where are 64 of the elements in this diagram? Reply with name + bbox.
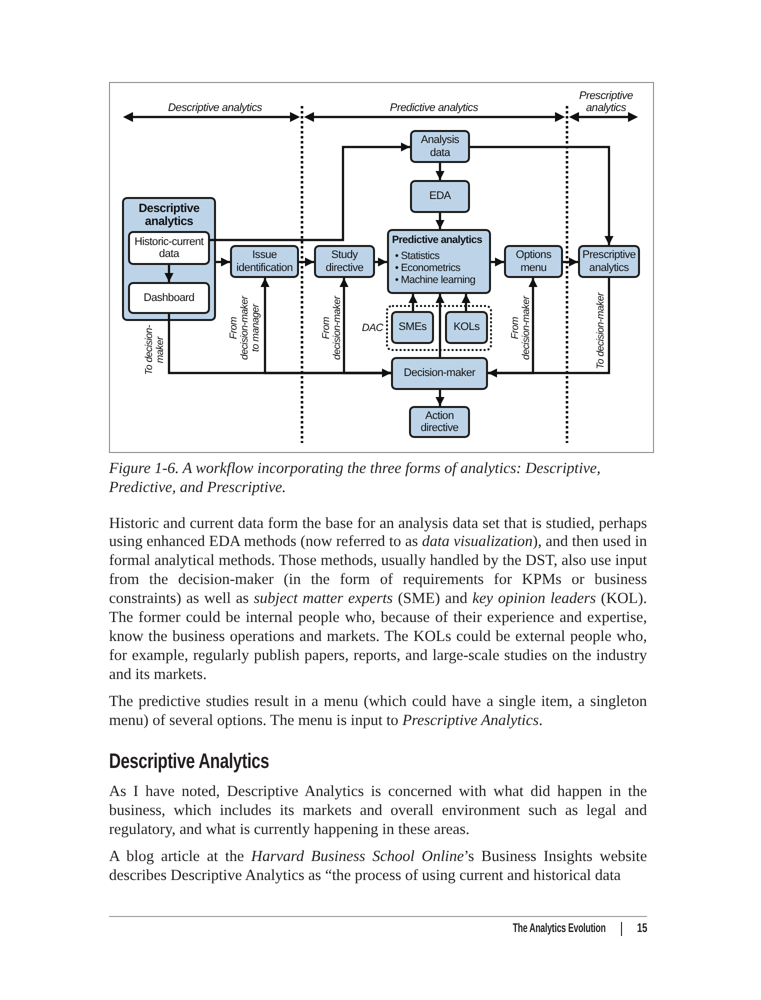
arrow [436, 213, 444, 229]
body-paragraph: A blog article at the Harvard Business School Online’s Business Insights website describes Descriptive Analytics as “the process of using current and historical data [109, 848, 647, 886]
node-text: Analysis data [420, 134, 460, 159]
arrow [168, 314, 391, 378]
arrow [164, 265, 174, 282]
arrow [491, 258, 504, 266]
arrow [563, 258, 578, 266]
process-box [504, 245, 563, 278]
group-panel [122, 197, 216, 321]
page-number: 15 [637, 921, 648, 936]
arrow [488, 278, 610, 378]
node-text: SMEs [398, 321, 426, 334]
process-box [314, 245, 375, 278]
group-label: DAC [362, 322, 383, 334]
node-text: Prescriptive analytics [581, 249, 637, 274]
process-box [409, 406, 470, 438]
node-text: EDA [429, 190, 451, 203]
process-box [410, 130, 470, 163]
arrow [488, 278, 538, 374]
running-footer: The Analytics Evolution [513, 921, 606, 936]
node-heading: Descriptive analytics [138, 202, 200, 228]
inner-box [128, 282, 210, 314]
bullet-item: • Machine learning [394, 274, 476, 286]
arrow [462, 294, 470, 311]
edge-label: From decision-maker [510, 294, 532, 362]
figure-caption: Figure 1-6. A workflow incorporating the three forms of analytics: Descriptive, Predictive, and Prescriptive. [109, 459, 602, 497]
arrow [216, 258, 230, 266]
node-text: Study directive [324, 249, 364, 274]
bullet-item: • Econometrics [394, 262, 460, 274]
process-box [391, 311, 434, 344]
phase-label: Descriptive analytics [167, 102, 263, 114]
phase-label: Prescriptive analytics [578, 90, 634, 114]
arrow [436, 390, 444, 406]
arrow [375, 258, 387, 266]
section-heading: Descriptive Analytics [109, 749, 270, 776]
edge-label: To decision-maker [596, 291, 606, 371]
arrow [408, 294, 418, 311]
phase-label: Predictive analytics [388, 102, 480, 114]
node-heading: Predictive analytics [392, 234, 482, 247]
body-paragraph: Historic and current data form the base for an analysis data set that is studied, perhaps using enhanced EDA methods (now referred to as data visualization), and then used in formal analytical methods. Those methods, usually handled by the DST, also use input from the decision-maker (in the form of requirements for KPMs or business constraints) as well as subject matter experts (SME) and key opinion leaders (KOL). The former could be internal people who, because of their experience and expertise, know the business operations and markets. The KOLs could be external people who, for example, regularly publish papers, reports, and large-scale studies on the industry and its markets. [109, 514, 647, 685]
arrow [210, 142, 410, 242]
arrow [436, 294, 444, 357]
edge-label: To decision-maker [144, 324, 166, 377]
inner-box [128, 231, 210, 265]
process-box [387, 229, 491, 294]
process-box [230, 245, 299, 278]
node-text: Decision-maker [404, 367, 476, 380]
node-text: Historic-current data [134, 236, 205, 260]
node-text: Issue identification [235, 249, 294, 274]
node-text: Action directive [420, 410, 460, 434]
node-text: Options menu [514, 249, 552, 274]
bullet-item: • Statistics [394, 250, 440, 262]
body-paragraph: As I have noted, Descriptive Analytics is concerned with what did happen in the business, which includes its markets and overall environment such as legal and regulatory, and what is currently happening in these areas. [109, 783, 647, 840]
arrow [436, 163, 444, 180]
process-box [391, 357, 488, 390]
arrow [299, 258, 314, 266]
edge-label: From decision-maker [321, 294, 343, 362]
arrow [340, 278, 391, 374]
arrow [470, 146, 614, 245]
body-paragraph: The predictive studies result in a menu (which could have a single item, a singleton menu) of several options. The menu is input to Prescriptive Analytics. [109, 693, 647, 732]
node-text: KOLs [453, 321, 480, 334]
node-text: Dashboard [144, 292, 194, 304]
process-box [445, 311, 488, 344]
process-box [410, 180, 470, 213]
